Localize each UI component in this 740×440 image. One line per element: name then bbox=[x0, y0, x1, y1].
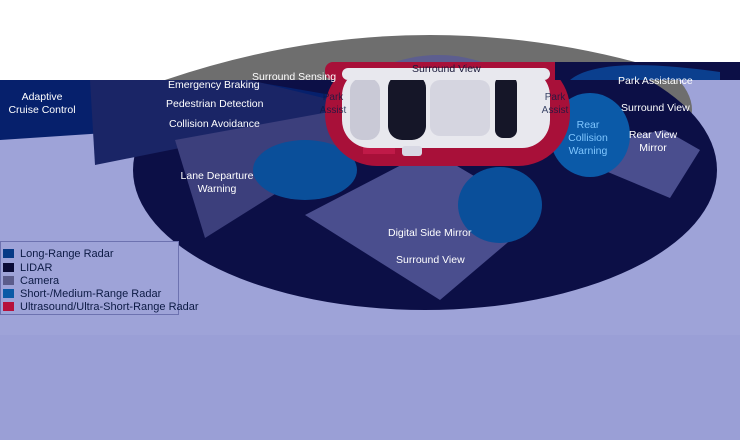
label-rear-view-mirror: Rear View Mirror bbox=[628, 129, 678, 154]
legend-item-long-range-radar: Long-Range Radar bbox=[3, 247, 114, 260]
lower-band bbox=[0, 335, 740, 440]
legend-swatch bbox=[3, 276, 14, 285]
label-collision-avoidance: Collision Avoidance bbox=[169, 118, 260, 130]
label-rear-collision-warning: Rear Collision Warning bbox=[568, 119, 608, 157]
legend-label: Long-Range Radar bbox=[20, 247, 114, 260]
legend-label: Short-/Medium-Range Radar bbox=[20, 287, 162, 300]
label-surround-view-top: Surround View bbox=[412, 63, 481, 75]
rear-radar-upper bbox=[570, 65, 720, 80]
label-lane-departure-warning: Lane Departure Warning bbox=[180, 170, 254, 195]
label-park-assist-front: Park Assist bbox=[319, 92, 347, 116]
label-park-assist-rear: Park Assist bbox=[541, 92, 569, 116]
legend-item-ultrasound-radar: Ultrasound/Ultra-Short-Range Radar bbox=[3, 300, 199, 313]
car-roof-upper bbox=[342, 68, 550, 80]
label-adaptive-cruise-control: Adaptive Cruise Control bbox=[8, 91, 76, 116]
legend-item-camera: Camera bbox=[3, 274, 59, 287]
legend-label: LIDAR bbox=[20, 261, 53, 274]
front-corner-radar bbox=[253, 140, 357, 200]
legend-swatch bbox=[3, 302, 14, 311]
label-surround-view-bottom: Surround View bbox=[396, 254, 465, 266]
legend-item-short-medium-range-radar: Short-/Medium-Range Radar bbox=[3, 287, 161, 300]
label-park-assistance: Park Assistance bbox=[618, 75, 693, 87]
label-pedestrian-detection: Pedestrian Detection bbox=[166, 98, 264, 110]
legend-swatch bbox=[3, 263, 14, 272]
car-top-view bbox=[342, 60, 550, 156]
label-surround-view-right: Surround View bbox=[621, 102, 690, 114]
side-radar bbox=[458, 167, 542, 243]
legend-item-lidar: LIDAR bbox=[3, 261, 52, 274]
label-digital-side-mirror: Digital Side Mirror bbox=[388, 227, 472, 239]
legend-swatch bbox=[3, 249, 14, 258]
label-emergency-braking: Emergency Braking bbox=[168, 79, 260, 91]
legend: Long-Range Radar LIDAR Camera Short-/Med… bbox=[0, 241, 199, 315]
legend-swatch bbox=[3, 289, 14, 298]
front-camera-beam bbox=[90, 80, 340, 165]
label-surround-sensing: Surround Sensing bbox=[252, 71, 337, 83]
legend-label: Ultrasound/Ultra-Short-Range Radar bbox=[20, 300, 199, 313]
legend-label: Camera bbox=[20, 274, 60, 287]
